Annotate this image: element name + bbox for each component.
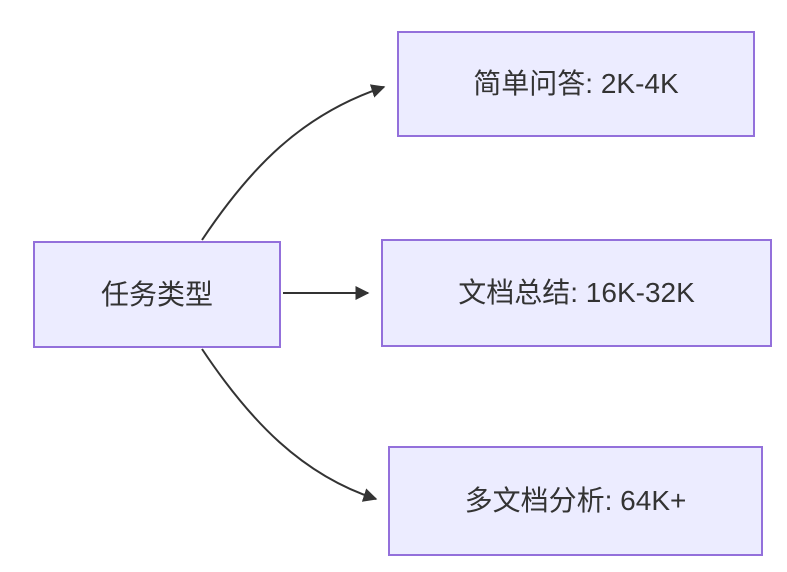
edge-root-to-bottom-arrow — [201, 348, 378, 502]
node-multi-doc: 多文档分析: 64K+ — [388, 446, 763, 556]
node-simple-qa-label: 简单问答: 2K-4K — [473, 68, 679, 100]
node-task-type-label: 任务类型 — [100, 278, 213, 310]
node-doc-summary: 文档总结: 16K-32K — [381, 239, 772, 347]
node-task-type: 任务类型 — [33, 241, 281, 348]
node-simple-qa: 简单问答: 2K-4K — [397, 31, 755, 137]
edge-root-to-top-arrow — [201, 84, 386, 241]
node-doc-summary-label: 文档总结: 16K-32K — [458, 277, 695, 309]
node-multi-doc-label: 多文档分析: 64K+ — [464, 485, 687, 517]
